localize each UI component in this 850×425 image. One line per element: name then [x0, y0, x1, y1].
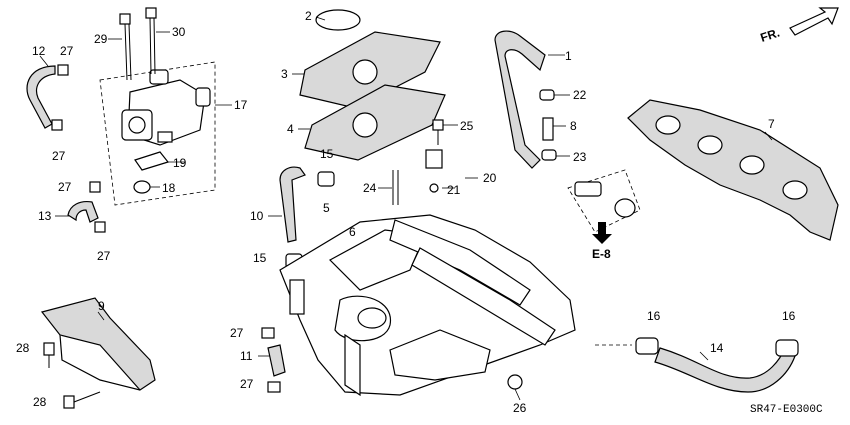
callout-27-a: 27 — [60, 44, 74, 58]
callout-27-c: 27 — [58, 180, 72, 194]
reference-label: E-8 — [592, 247, 611, 261]
bolt-25 — [432, 119, 458, 145]
callout-12: 12 — [32, 44, 46, 58]
fitting-21 — [425, 149, 478, 193]
clamp-23 — [541, 149, 570, 161]
callout-21: 21 — [447, 183, 461, 197]
bolt-28 — [43, 342, 101, 409]
gasket-7 — [627, 99, 839, 241]
clamp-22 — [539, 89, 570, 101]
bolt-29 — [108, 13, 132, 81]
hose-12 — [26, 55, 56, 129]
idle-air-control-valve — [99, 61, 232, 206]
callout-18: 18 — [162, 181, 176, 195]
callout-10: 10 — [250, 209, 264, 223]
hose-14 — [595, 337, 799, 393]
connector-assembly — [567, 169, 641, 233]
callout-16-left: 16 — [647, 309, 661, 323]
clamp-27 — [51, 64, 106, 233]
stud-24 — [378, 170, 399, 205]
hose-11 — [258, 327, 286, 393]
callout-14: 14 — [710, 341, 724, 355]
callout-30: 30 — [172, 25, 186, 39]
cap-18 — [133, 180, 160, 194]
diagram-code: SR47-E0300C — [750, 404, 823, 416]
hose-1 — [494, 30, 565, 169]
hose-10 — [268, 166, 306, 243]
reference-arrow — [592, 222, 612, 244]
callout-23: 23 — [573, 150, 587, 164]
callout-13: 13 — [38, 209, 52, 223]
callout-11: 11 — [240, 349, 253, 363]
valve-8 — [542, 117, 566, 141]
intake-manifold — [279, 214, 576, 401]
callout-2: 2 — [305, 9, 312, 23]
gasket-19 — [134, 151, 185, 171]
callout-19: 19 — [173, 156, 187, 170]
callout-4: 4 — [287, 122, 294, 136]
callout-16-right: 16 — [782, 309, 796, 323]
front-direction-arrow — [789, 7, 839, 36]
callout-3: 3 — [281, 67, 288, 81]
callout-6: 6 — [349, 225, 356, 239]
callout-15-bottom: 15 — [253, 251, 267, 265]
callout-28-a: 28 — [16, 341, 30, 355]
callout-29: 29 — [94, 32, 108, 46]
callout-27-e: 27 — [230, 326, 244, 340]
callout-28-b: 28 — [33, 395, 47, 409]
callout-27-f: 27 — [240, 377, 254, 391]
callout-22: 22 — [573, 88, 587, 102]
callout-24: 24 — [363, 181, 377, 195]
gasket-4 — [298, 84, 446, 161]
gasket-3 — [292, 31, 441, 109]
callout-26: 26 — [513, 401, 527, 415]
callout-1: 1 — [565, 49, 572, 63]
callout-8: 8 — [570, 119, 577, 133]
callout-27-b: 27 — [52, 149, 66, 163]
hose-13 — [55, 200, 99, 223]
callout-25: 25 — [460, 119, 474, 133]
callout-20: 20 — [483, 171, 497, 185]
callout-9: 9 — [98, 299, 105, 313]
callout-17: 17 — [234, 98, 248, 112]
front-direction-label: FR. — [759, 26, 782, 45]
callout-5: 5 — [323, 201, 330, 215]
callout-7: 7 — [768, 117, 775, 131]
callout-15-top: 15 — [320, 147, 334, 161]
callout-27-d: 27 — [97, 249, 111, 263]
gasket-2 — [315, 9, 361, 31]
bracket-9 — [40, 297, 156, 391]
bolt-30 — [145, 7, 170, 75]
